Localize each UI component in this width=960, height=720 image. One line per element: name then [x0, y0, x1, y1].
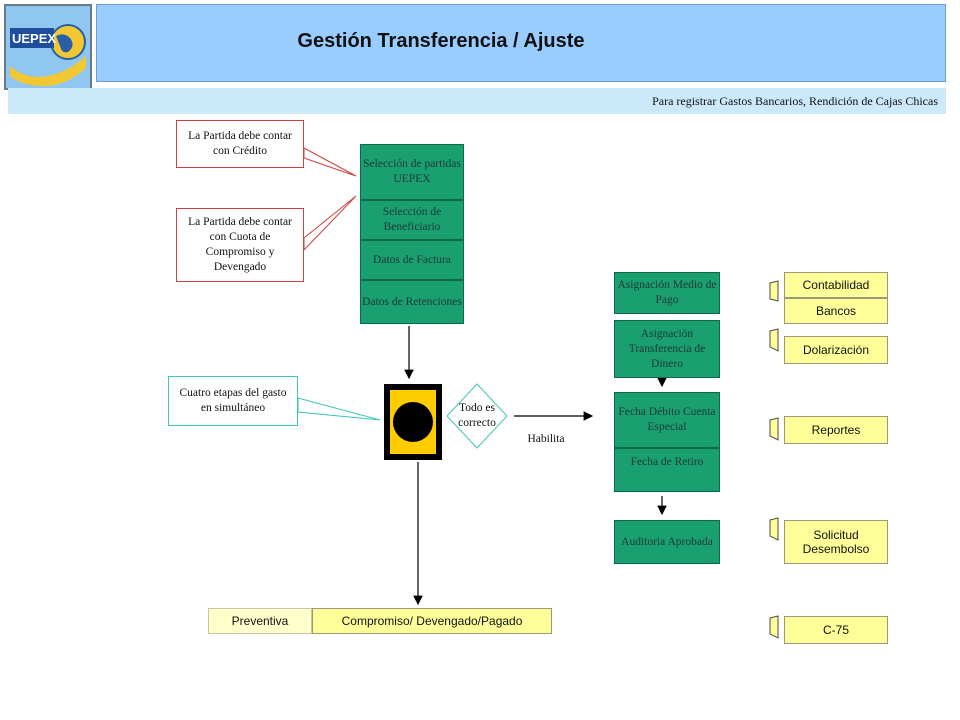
step-seleccion-beneficiario: Selección de Beneficiario: [360, 200, 464, 240]
stage-compromiso: Compromiso/ Devengado/Pagado: [312, 608, 552, 634]
step-fecha-debito: Fecha Débito Cuenta Especial: [614, 392, 720, 448]
output-solicitud-desembolso: Solicitud Desembolso: [784, 520, 888, 564]
stoplight-light: [393, 402, 433, 442]
output-connector-reportes: [769, 417, 779, 441]
callout-etapas: Cuatro etapas del gasto en simultáneo: [168, 376, 298, 426]
step-fecha-retiro: Fecha de Retiro: [614, 448, 720, 492]
step-datos-factura: Datos de Factura: [360, 240, 464, 280]
step-asignacion-transferencia: Asignación Transferencia de Dinero: [614, 320, 720, 378]
subheader-text: Para registrar Gastos Bancarios, Rendici…: [652, 94, 938, 108]
output-connector-dolarizacion: [769, 328, 779, 352]
output-reportes: Reportes: [784, 416, 888, 444]
output-contabilidad: Contabilidad: [784, 272, 888, 298]
uepex-logo: UEPEX: [4, 4, 92, 90]
stage-preventiva: Preventiva: [208, 608, 312, 634]
step-auditoria-aprobada: Auditoria Aprobada: [614, 520, 720, 564]
step-datos-retenciones: Datos de Retenciones: [360, 280, 464, 324]
svg-text:UEPEX: UEPEX: [12, 31, 56, 46]
callout-cuota-pointer: [303, 195, 357, 252]
decision-label: Todo es correcto: [458, 402, 496, 429]
edge-label-habilita: Habilita: [527, 433, 565, 445]
step-asignacion-medio-pago: Asignación Medio de Pago: [614, 272, 720, 314]
callout-credito: La Partida debe contar con Crédito: [176, 120, 304, 168]
output-connector-contabilidad: [769, 280, 779, 302]
callout-etapas-pointer: [297, 397, 381, 421]
output-connectors: [769, 280, 779, 639]
output-c75: C-75: [784, 616, 888, 644]
callout-credito-pointer: [303, 147, 357, 177]
subheader-bar: [8, 88, 946, 114]
page-title: Gestión Transferencia / Ajuste: [297, 30, 585, 52]
output-dolarizacion: Dolarización: [784, 336, 888, 364]
callout-cuota: La Partida debe contar con Cuota de Comp…: [176, 208, 304, 282]
decision-diamond: [446, 383, 508, 449]
header-bar: [96, 4, 946, 82]
step-seleccion-partidas: Selección de partidas UEPEX: [360, 144, 464, 200]
output-connector-solicitud: [769, 517, 779, 541]
output-bancos: Bancos: [784, 298, 888, 324]
output-connector-c75: [769, 615, 779, 639]
